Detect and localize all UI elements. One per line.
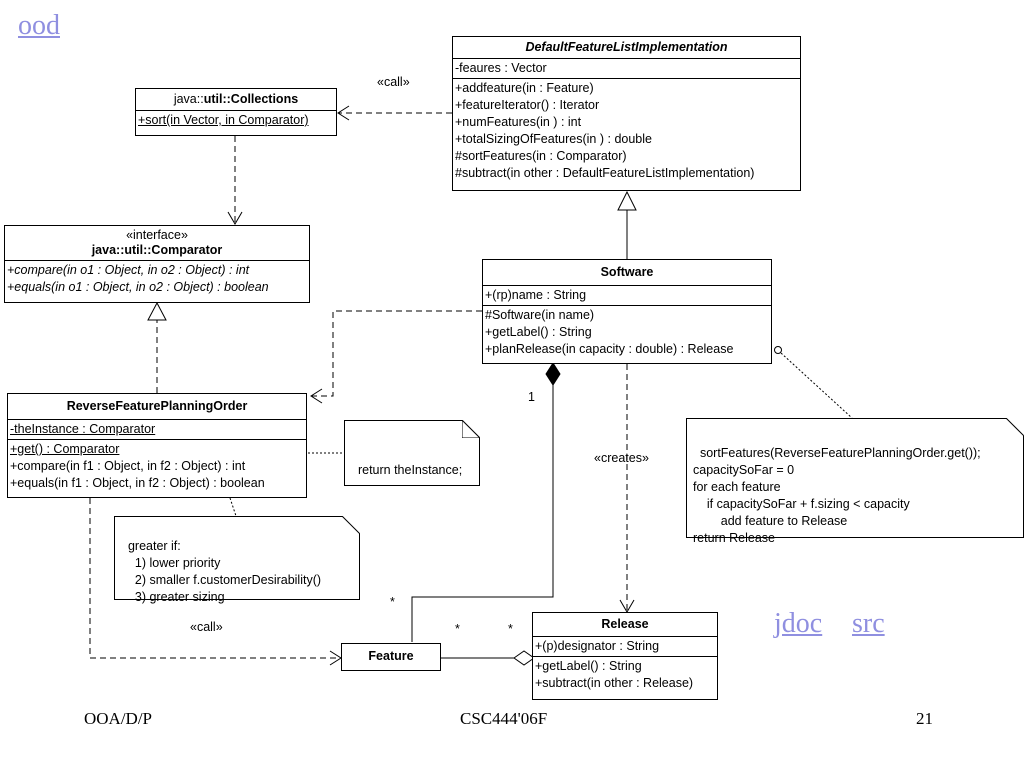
operation: +equals(in f1 : Object, in f2 : Object) … bbox=[10, 476, 265, 490]
operation: +compare(in o1 : Object, in o2 : Object)… bbox=[7, 263, 250, 277]
call-label-top: «call» bbox=[377, 75, 410, 89]
operations-section: +sort(in Vector, in Comparator) bbox=[136, 110, 336, 130]
note-anchor-greater bbox=[229, 497, 237, 517]
aggregation-feature-release bbox=[441, 650, 535, 666]
class-reverse-feature-planning-order: ReverseFeaturePlanningOrder -theInstance… bbox=[7, 393, 307, 498]
mult-star-release-left: * bbox=[508, 622, 513, 636]
creates-label: «creates» bbox=[594, 451, 649, 465]
stereotype: «interface» bbox=[126, 228, 188, 242]
operation: +getLabel() : String bbox=[535, 659, 642, 673]
class-name: java::util::Collections bbox=[136, 89, 336, 110]
footer-center: CSC444'06F bbox=[460, 709, 548, 728]
class-name-prefix: java:: bbox=[173, 92, 204, 106]
note-text: greater if: 1) lower priority 2) smaller… bbox=[127, 539, 322, 604]
note-text: return theInstance; bbox=[357, 463, 463, 477]
note-anchor-plan bbox=[774, 346, 853, 419]
operations-section: +compare(in o1 : Object, in o2 : Object)… bbox=[5, 260, 309, 297]
note-fold-icon bbox=[342, 516, 360, 534]
generalization-software bbox=[617, 190, 637, 259]
realization-comparator bbox=[147, 301, 167, 393]
class-name: DefaultFeatureListImplementation bbox=[525, 40, 728, 54]
operation: +totalSizingOfFeatures(in ) : double bbox=[455, 132, 652, 146]
attributes-section: -feaures : Vector bbox=[453, 58, 800, 78]
operation: +getLabel() : String bbox=[485, 325, 592, 339]
class-feature: Feature bbox=[341, 643, 441, 671]
class-comparator: «interface» java::util::Comparator +comp… bbox=[4, 225, 310, 303]
class-name: ReverseFeaturePlanningOrder bbox=[66, 399, 248, 413]
footer-page-number: 21 bbox=[916, 709, 933, 728]
dependency-software-reverse bbox=[310, 310, 482, 404]
class-release: Release +(p)designator : String +getLabe… bbox=[532, 612, 718, 700]
attribute: +(rp)name : String bbox=[485, 288, 587, 302]
class-name-main: util::Collections bbox=[203, 92, 299, 106]
attribute: -theInstance : Comparator bbox=[10, 422, 156, 436]
attributes-section: +(p)designator : String bbox=[533, 636, 717, 656]
note-return-instance: return theInstance; bbox=[344, 420, 480, 486]
composition-software-feature bbox=[411, 362, 561, 642]
ood-link[interactable]: ood bbox=[18, 10, 60, 41]
class-header: «interface» java::util::Comparator bbox=[5, 226, 309, 260]
note-text: sortFeatures(ReverseFeaturePlanningOrder… bbox=[693, 446, 981, 545]
dependency-collections-comparator bbox=[227, 136, 243, 225]
mult-one-label: 1 bbox=[528, 390, 535, 404]
operations-section: #Software(in name) +getLabel() : String … bbox=[483, 305, 771, 359]
attributes-section: +(rp)name : String bbox=[483, 285, 771, 305]
operation: #Software(in name) bbox=[485, 308, 595, 322]
operation: +get() : Comparator bbox=[10, 442, 120, 456]
class-name: Software bbox=[600, 265, 654, 279]
creates-dependency-release bbox=[619, 364, 635, 613]
operation: +sort(in Vector, in Comparator) bbox=[138, 113, 309, 127]
note-fold-icon bbox=[462, 420, 480, 438]
class-name: Release bbox=[601, 617, 649, 631]
operation: +featureIterator() : Iterator bbox=[455, 98, 600, 112]
operation: +compare(in f1 : Object, in f2 : Object)… bbox=[10, 459, 246, 473]
mult-star-composition: * bbox=[390, 595, 395, 609]
attribute: +(p)designator : String bbox=[535, 639, 660, 653]
operation: +numFeatures(in ) : int bbox=[455, 115, 582, 129]
attribute: -feaures : Vector bbox=[455, 61, 547, 75]
jdoc-link[interactable]: jdoc bbox=[774, 608, 823, 639]
operations-section: +addfeature(in : Feature) +featureIterat… bbox=[453, 78, 800, 183]
operation: +equals(in o1 : Object, in o2 : Object) … bbox=[7, 280, 269, 294]
operation: #sortFeatures(in : Comparator) bbox=[455, 149, 627, 163]
note-fold-icon bbox=[1006, 418, 1024, 436]
call-dependency-collections bbox=[337, 105, 452, 121]
operation: +subtract(in other : Release) bbox=[535, 676, 694, 690]
operations-section: +getLabel() : String +subtract(in other … bbox=[533, 656, 717, 693]
operation: +planRelease(in capacity : double) : Rel… bbox=[485, 342, 734, 356]
note-greater-if: greater if: 1) lower priority 2) smaller… bbox=[114, 516, 360, 604]
note-plan-release: sortFeatures(ReverseFeaturePlanningOrder… bbox=[686, 418, 1024, 545]
class-default-feature-list: DefaultFeatureListImplementation -feaure… bbox=[452, 36, 801, 191]
src-link[interactable]: src bbox=[852, 608, 885, 639]
footer-left: OOA/D/P bbox=[84, 709, 153, 728]
operation: #subtract(in other : DefaultFeatureListI… bbox=[455, 166, 755, 180]
operations-section: +get() : Comparator +compare(in f1 : Obj… bbox=[8, 439, 306, 493]
class-software: Software +(rp)name : String #Software(in… bbox=[482, 259, 772, 364]
attributes-section: -theInstance : Comparator bbox=[8, 419, 306, 439]
call-label-bottom: «call» bbox=[190, 620, 223, 634]
operation: +addfeature(in : Feature) bbox=[455, 81, 594, 95]
class-name: Feature bbox=[368, 649, 414, 663]
class-name: java::util::Comparator bbox=[91, 243, 223, 257]
mult-star-feature-right: * bbox=[455, 622, 460, 636]
class-collections: java::util::Collections +sort(in Vector,… bbox=[135, 88, 337, 136]
